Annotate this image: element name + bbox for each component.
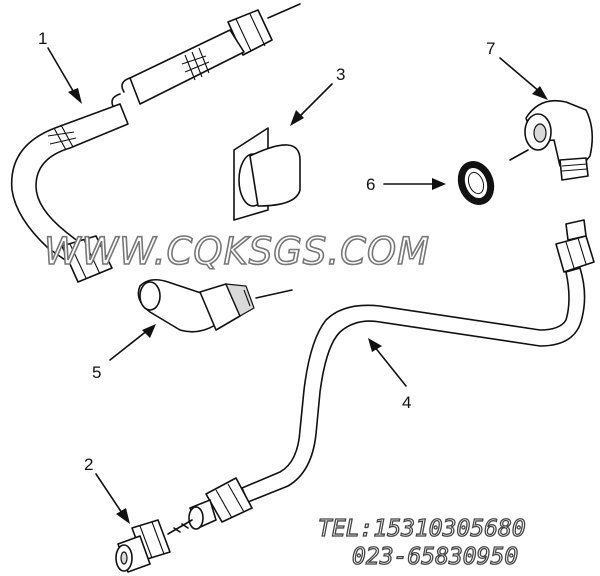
watermark-url: WWW.CQKSGS.COM xyxy=(44,230,430,273)
part-5-elbow xyxy=(137,278,293,333)
part-6-o-ring xyxy=(457,161,495,205)
callout-1: 1 xyxy=(38,29,47,48)
callout-arrows xyxy=(47,47,548,524)
watermark-tel: TEL:15310305680 xyxy=(318,516,526,542)
callout-5: 5 xyxy=(92,363,101,382)
watermark-phone: 023-65830950 xyxy=(352,544,518,570)
callout-6: 6 xyxy=(366,175,375,194)
callout-2: 2 xyxy=(84,455,93,474)
part-3-clamp xyxy=(233,127,301,221)
part-1-upper-tube xyxy=(10,3,301,283)
part-7-elbow-fitting xyxy=(509,99,594,181)
callout-3: 3 xyxy=(336,65,345,84)
part-4-long-tube xyxy=(188,219,595,530)
callout-4: 4 xyxy=(402,393,411,412)
callout-7: 7 xyxy=(486,39,495,58)
part-2-adapter xyxy=(115,519,193,573)
